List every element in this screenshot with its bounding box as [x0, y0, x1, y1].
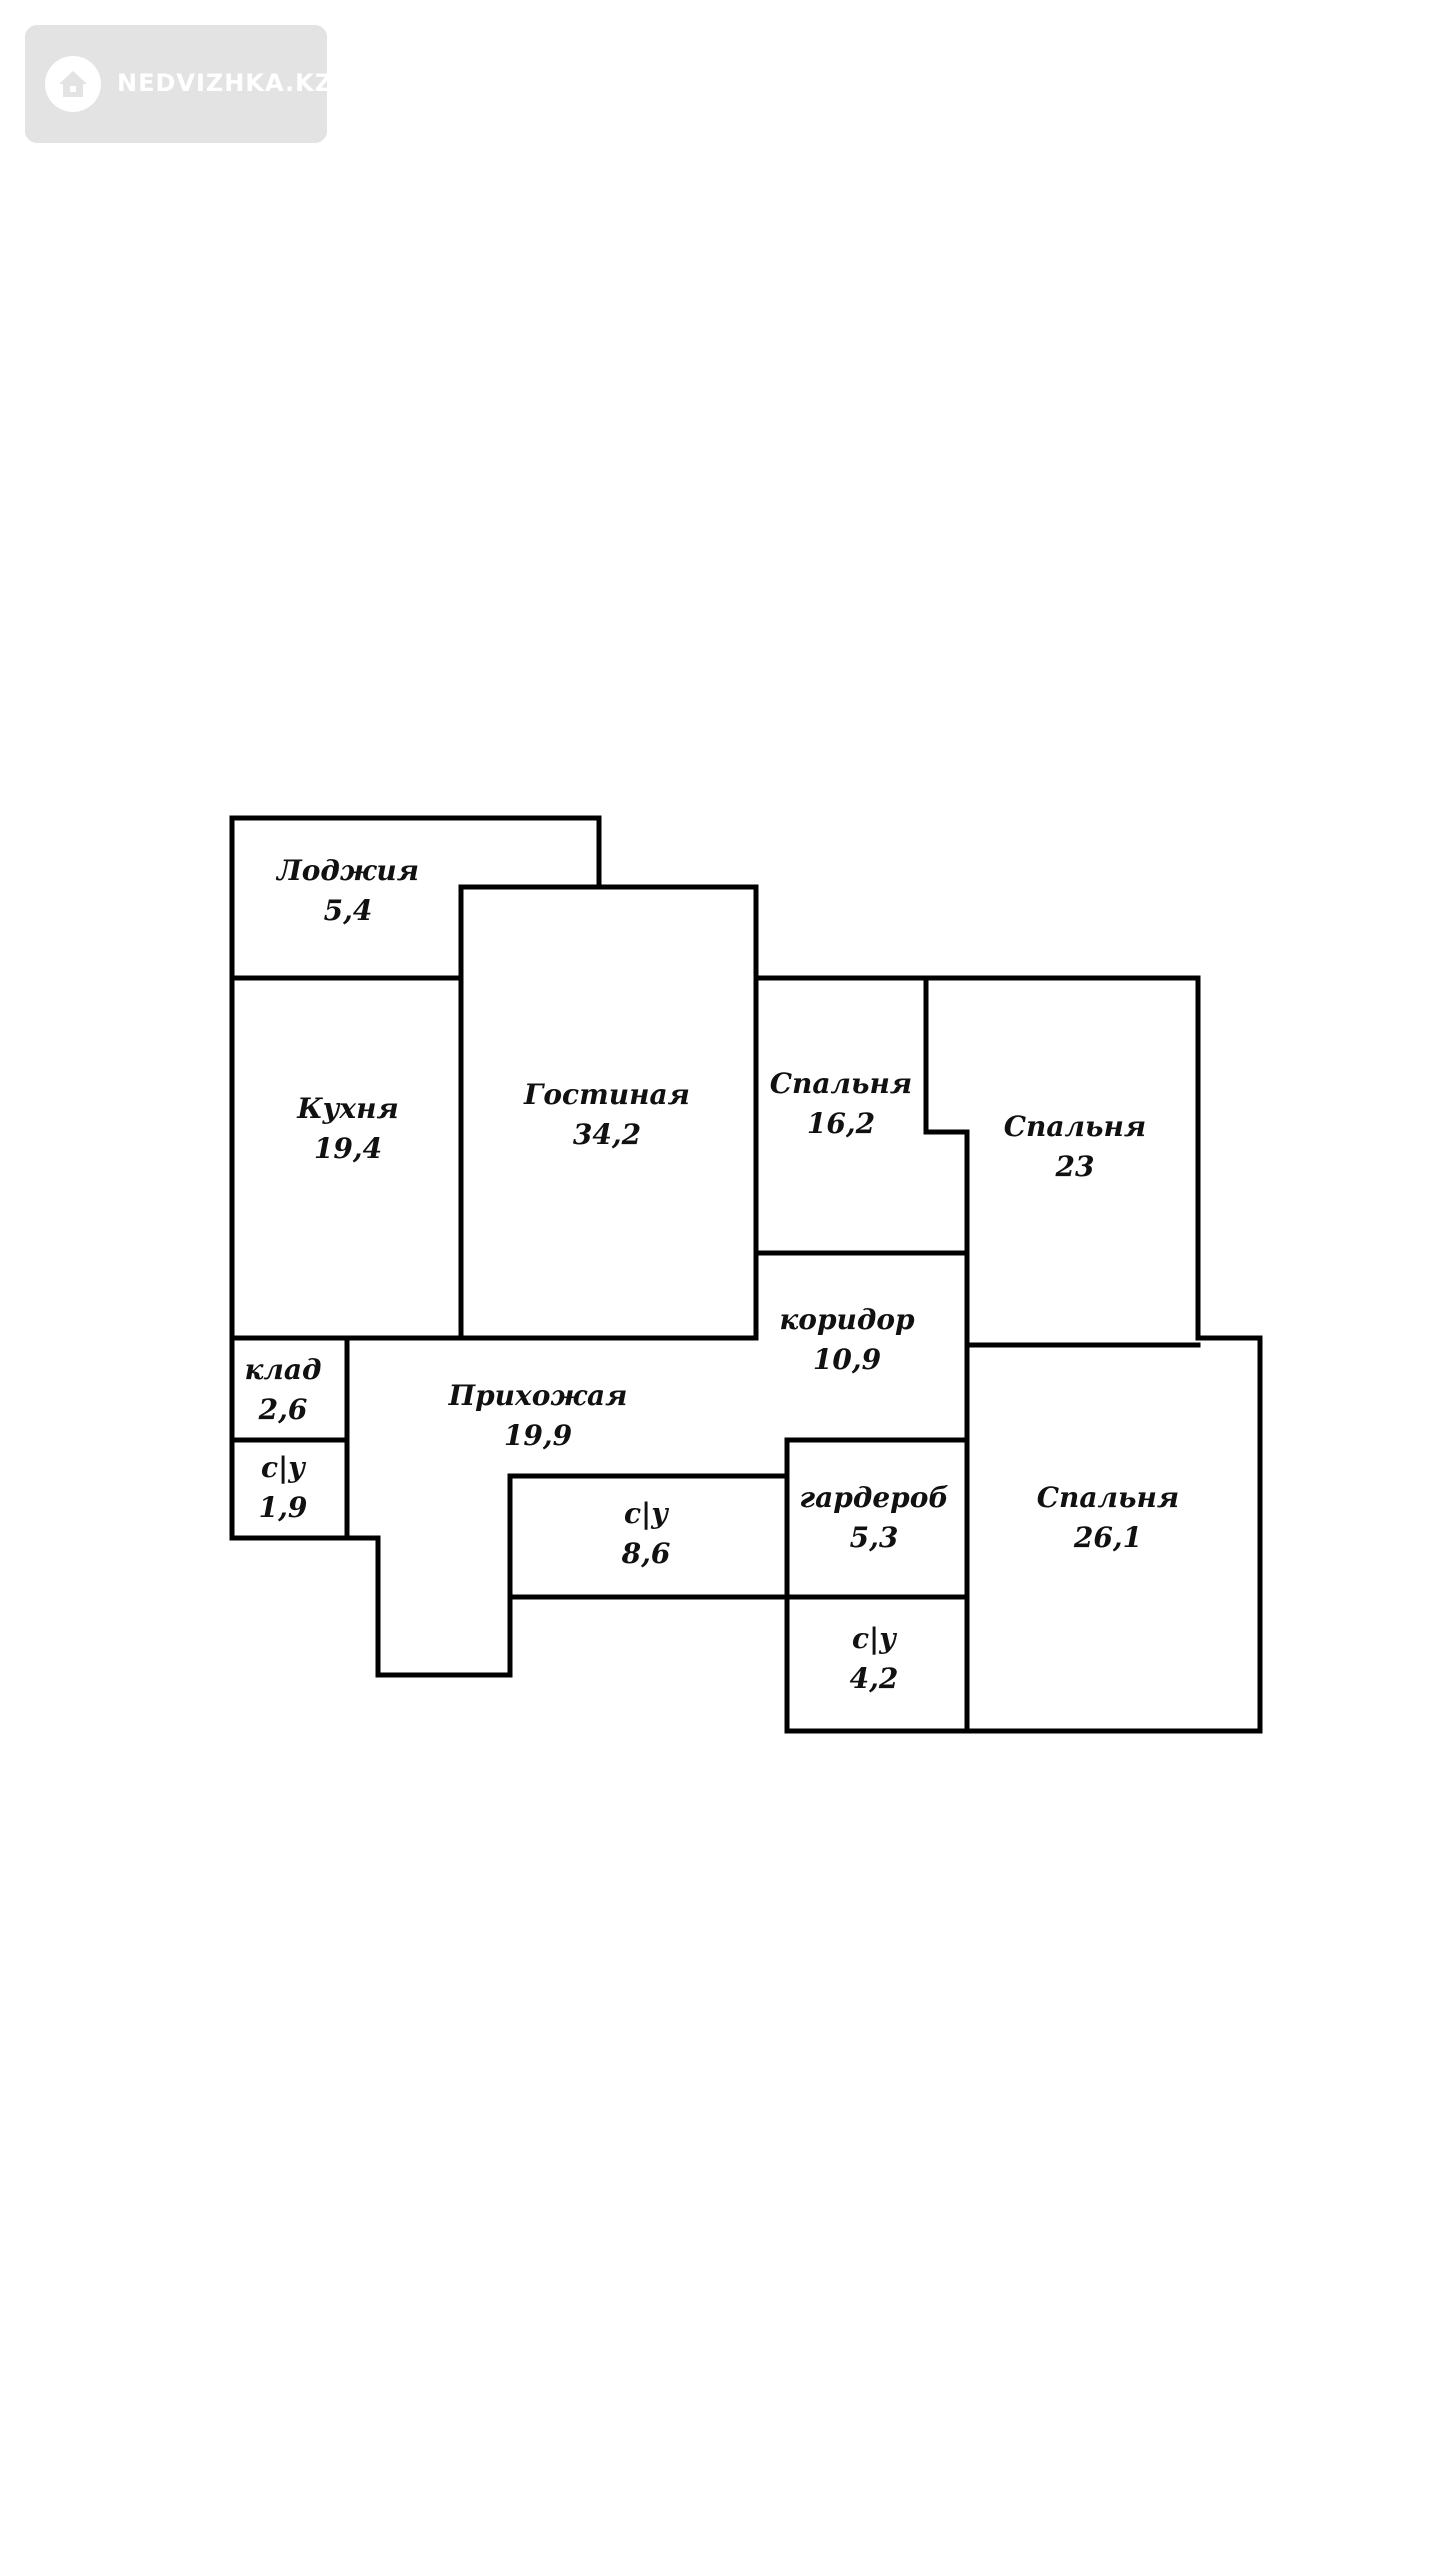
room-area: 34,2: [573, 1118, 641, 1151]
room-area: 26,1: [1073, 1521, 1142, 1554]
room-name: с|у: [624, 1497, 669, 1530]
room-name: Спальня: [1037, 1481, 1179, 1514]
room-label: Лоджия 5,4: [275, 854, 419, 927]
outer-wall: [229, 815, 1263, 1734]
room-name: Прихожая: [448, 1379, 628, 1412]
room-label: Спальня 26,1: [1037, 1481, 1179, 1554]
room-name: коридор: [779, 1303, 915, 1336]
room-name: Спальня: [770, 1067, 912, 1100]
room-name: с|у: [852, 1622, 897, 1655]
room-area: 1,9: [259, 1491, 308, 1524]
room-label: с|у 4,2: [850, 1622, 899, 1695]
logo-text: NEDVIZHKA.KZ: [117, 69, 334, 97]
room-area: 10,9: [813, 1343, 881, 1376]
room-name: клад: [244, 1353, 321, 1386]
room-name: Спальня: [1004, 1110, 1146, 1143]
room-area: 2,6: [258, 1393, 308, 1426]
room-label: Гостиная 34,2: [523, 1078, 690, 1151]
room-label: коридор 10,9: [779, 1303, 915, 1376]
room-area: 4,2: [850, 1662, 899, 1695]
room-name: Лоджия: [275, 854, 419, 887]
room-label: с|у 8,6: [621, 1497, 671, 1570]
room-label: Спальня 23: [1004, 1110, 1146, 1183]
wall: [784, 1437, 970, 1600]
room-area: 8,6: [621, 1537, 671, 1570]
room-label: Спальня 16,2: [770, 1067, 912, 1140]
room-area: 5,3: [850, 1521, 899, 1554]
watermark-logo: NEDVIZHKA.KZ: [25, 25, 332, 143]
house-icon: [45, 56, 101, 112]
walls: [229, 815, 1263, 1734]
wall: [507, 1473, 790, 1600]
room-area: 23: [1055, 1150, 1095, 1183]
room-label: клад 2,6: [244, 1353, 321, 1426]
room-area: 19,9: [504, 1419, 572, 1452]
room-labels: Лоджия5,4Кухня19,4Гостиная34,2Спальня16,…: [244, 854, 1179, 1695]
room-area: 19,4: [314, 1132, 382, 1165]
room-area: 16,2: [807, 1107, 875, 1140]
room-label: с|у 1,9: [259, 1451, 308, 1524]
room-name: с|у: [261, 1451, 306, 1484]
room-name: Кухня: [296, 1092, 399, 1125]
room-label: гардероб 5,3: [799, 1481, 948, 1554]
room-name: гардероб: [799, 1481, 948, 1514]
room-label: Кухня 19,4: [296, 1092, 399, 1165]
room-area: 5,4: [324, 894, 373, 927]
room-name: Гостиная: [523, 1078, 690, 1111]
room-label: Прихожая 19,9: [448, 1379, 628, 1452]
wall: [923, 975, 970, 1734]
